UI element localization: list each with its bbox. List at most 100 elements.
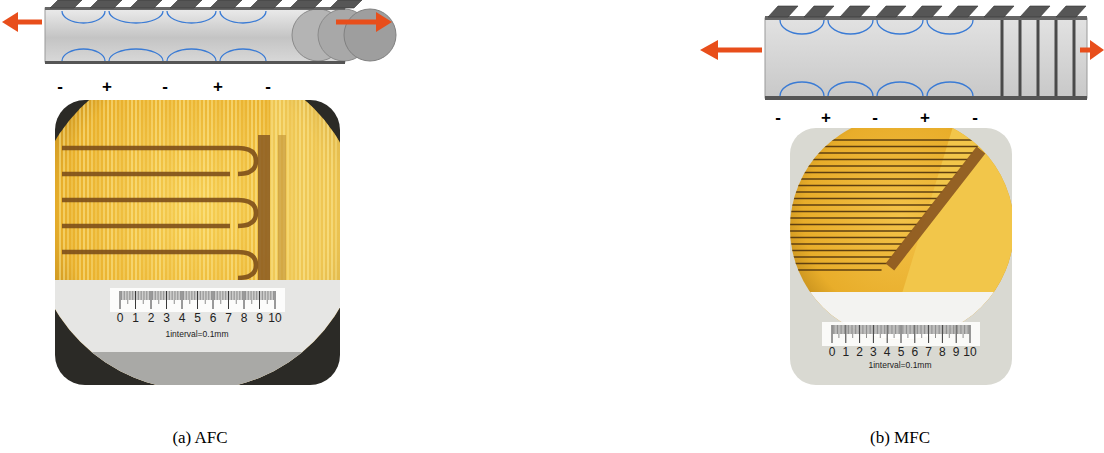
- electrode-finger: [790, 230, 912, 232]
- ruler-tick: [141, 291, 142, 300]
- arrow-head: [700, 40, 718, 60]
- fiber-stripe: [83, 100, 85, 282]
- fiber-stripe: [223, 100, 225, 282]
- fiber-stripe: [147, 100, 149, 282]
- field-line: [927, 20, 973, 34]
- fiber-stripe: [95, 100, 97, 282]
- fiber-stripe: [231, 100, 233, 282]
- ruler-tick: [220, 291, 221, 304]
- fiber-stripe: [179, 100, 181, 282]
- field-line: [780, 82, 824, 96]
- fiber-stripe: [311, 100, 313, 282]
- ruler-tick: [967, 325, 968, 334]
- ruler-tick: [244, 291, 245, 309]
- ruler-tick: [896, 325, 897, 334]
- ruler-tick: [192, 291, 193, 300]
- field-line: [167, 11, 216, 23]
- ruler-tick: [856, 325, 857, 334]
- ruler-tick: [219, 291, 220, 300]
- fiber-stripe: [271, 100, 273, 282]
- ruler-tick: [912, 325, 913, 334]
- electrode-finger: [790, 204, 932, 206]
- electrode-strip: [912, 6, 942, 17]
- ruler-tick: [903, 325, 904, 334]
- ruler-tick: [178, 291, 179, 300]
- electrode-strip: [290, 0, 322, 8]
- electrode-finger: [790, 172, 957, 174]
- field-line: [109, 49, 163, 61]
- ruler-tick: [239, 291, 240, 300]
- ruler-tick: [854, 325, 855, 334]
- fiber-body: [765, 18, 1087, 98]
- ruler-tick: [127, 291, 128, 304]
- ruler-tick: [873, 325, 874, 343]
- ruler-tick: [234, 291, 235, 300]
- ruler-tick: [895, 325, 896, 334]
- fiber-stripe: [291, 100, 293, 282]
- ruler-tick: [132, 291, 133, 300]
- electrode-finger: [790, 198, 937, 200]
- ruler-tick: [958, 325, 959, 334]
- fiber-stripe: [163, 100, 165, 282]
- ruler-tick: [211, 291, 212, 300]
- ruler-tick: [185, 291, 186, 300]
- fiber-stripe: [219, 100, 221, 282]
- fiber-stripe: [155, 100, 157, 282]
- fiber-divider: [1055, 20, 1058, 96]
- electrode-finger: [790, 263, 887, 265]
- fiber-stripe: [171, 100, 173, 282]
- ruler-tick: [157, 291, 158, 300]
- ruler-tick: [164, 291, 165, 300]
- fiber-stripe: [67, 100, 69, 282]
- electrode-strip: [948, 6, 978, 17]
- electrode-polarity: -: [265, 78, 271, 95]
- electrode-finger: [62, 172, 230, 177]
- ruler-tick: [878, 325, 879, 334]
- ruler-tick: [262, 291, 263, 300]
- scale-note: 1interval=0.1mm: [868, 361, 931, 370]
- electrode-strip: [250, 0, 282, 8]
- ruler-tick: [833, 325, 834, 334]
- ruler-tick: [876, 325, 877, 334]
- ruler-tick: [271, 291, 272, 300]
- fiber-stripe: [131, 100, 133, 282]
- ruler-tick: [840, 325, 841, 334]
- electrode-strip: [170, 0, 202, 8]
- scale-card: [790, 292, 1012, 385]
- ruler-tick: [222, 291, 223, 300]
- fiber-stripe: [235, 100, 237, 282]
- ruler-tick: [894, 325, 895, 338]
- fiber-stripe: [79, 100, 81, 282]
- ruler-tick: [213, 291, 214, 309]
- fiber-stripe: [111, 100, 113, 282]
- fiber-stripe: [215, 100, 217, 282]
- fiber-body: [45, 8, 345, 62]
- fiber-stripe: [115, 100, 117, 282]
- ruler-tick: [858, 325, 859, 334]
- scale-note: 1interval=0.1mm: [165, 330, 228, 339]
- ruler-card: [822, 322, 980, 346]
- ruler-tick: [155, 291, 156, 300]
- ruler-tick: [869, 325, 870, 334]
- ruler-tick: [952, 325, 953, 334]
- ruler-tick: [932, 325, 933, 334]
- ruler-tick: [877, 325, 878, 334]
- fiber-stripe: [211, 100, 213, 282]
- fiber-stripe: [87, 100, 89, 282]
- ruler-tick: [970, 325, 971, 343]
- electrode-strip: [210, 0, 242, 8]
- ruler-tick: [143, 291, 144, 304]
- ruler-scale: [110, 288, 285, 312]
- photo-shadow: [55, 352, 340, 385]
- electrode-finger: [62, 224, 230, 229]
- electrode-finger: [790, 146, 978, 148]
- ruler-tick: [161, 291, 162, 300]
- electrode-polarity: +: [920, 109, 930, 126]
- fiber-stripe: [71, 100, 73, 282]
- fiber-stripe: [287, 100, 289, 282]
- fiber-stripe: [183, 100, 185, 282]
- ruler-tick: [832, 325, 833, 343]
- ruler-tick: [273, 291, 274, 300]
- ruler-tick: [195, 291, 196, 300]
